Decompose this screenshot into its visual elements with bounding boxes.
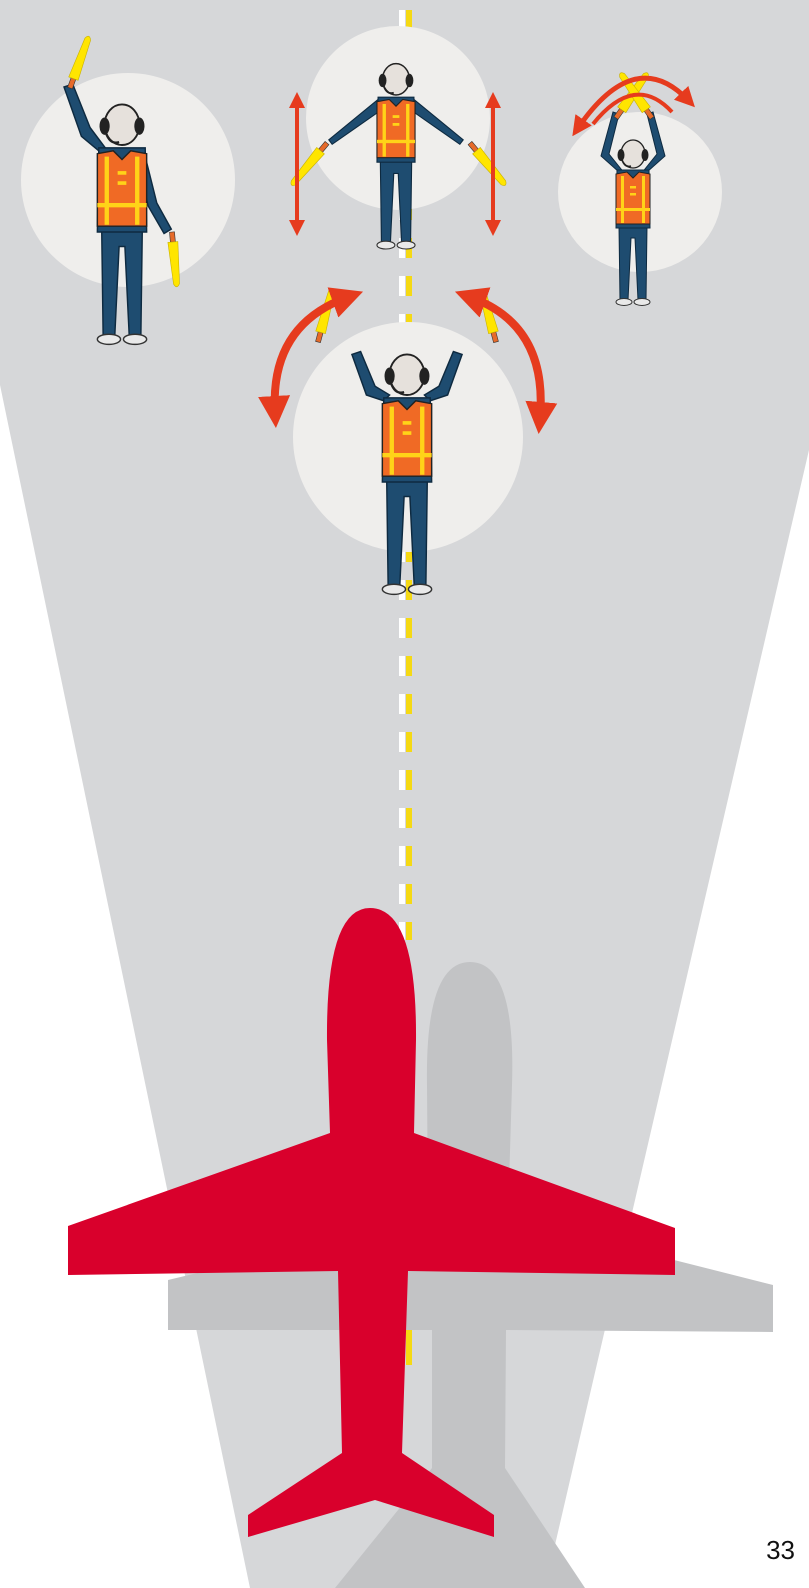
page-number: 33	[766, 1535, 795, 1566]
